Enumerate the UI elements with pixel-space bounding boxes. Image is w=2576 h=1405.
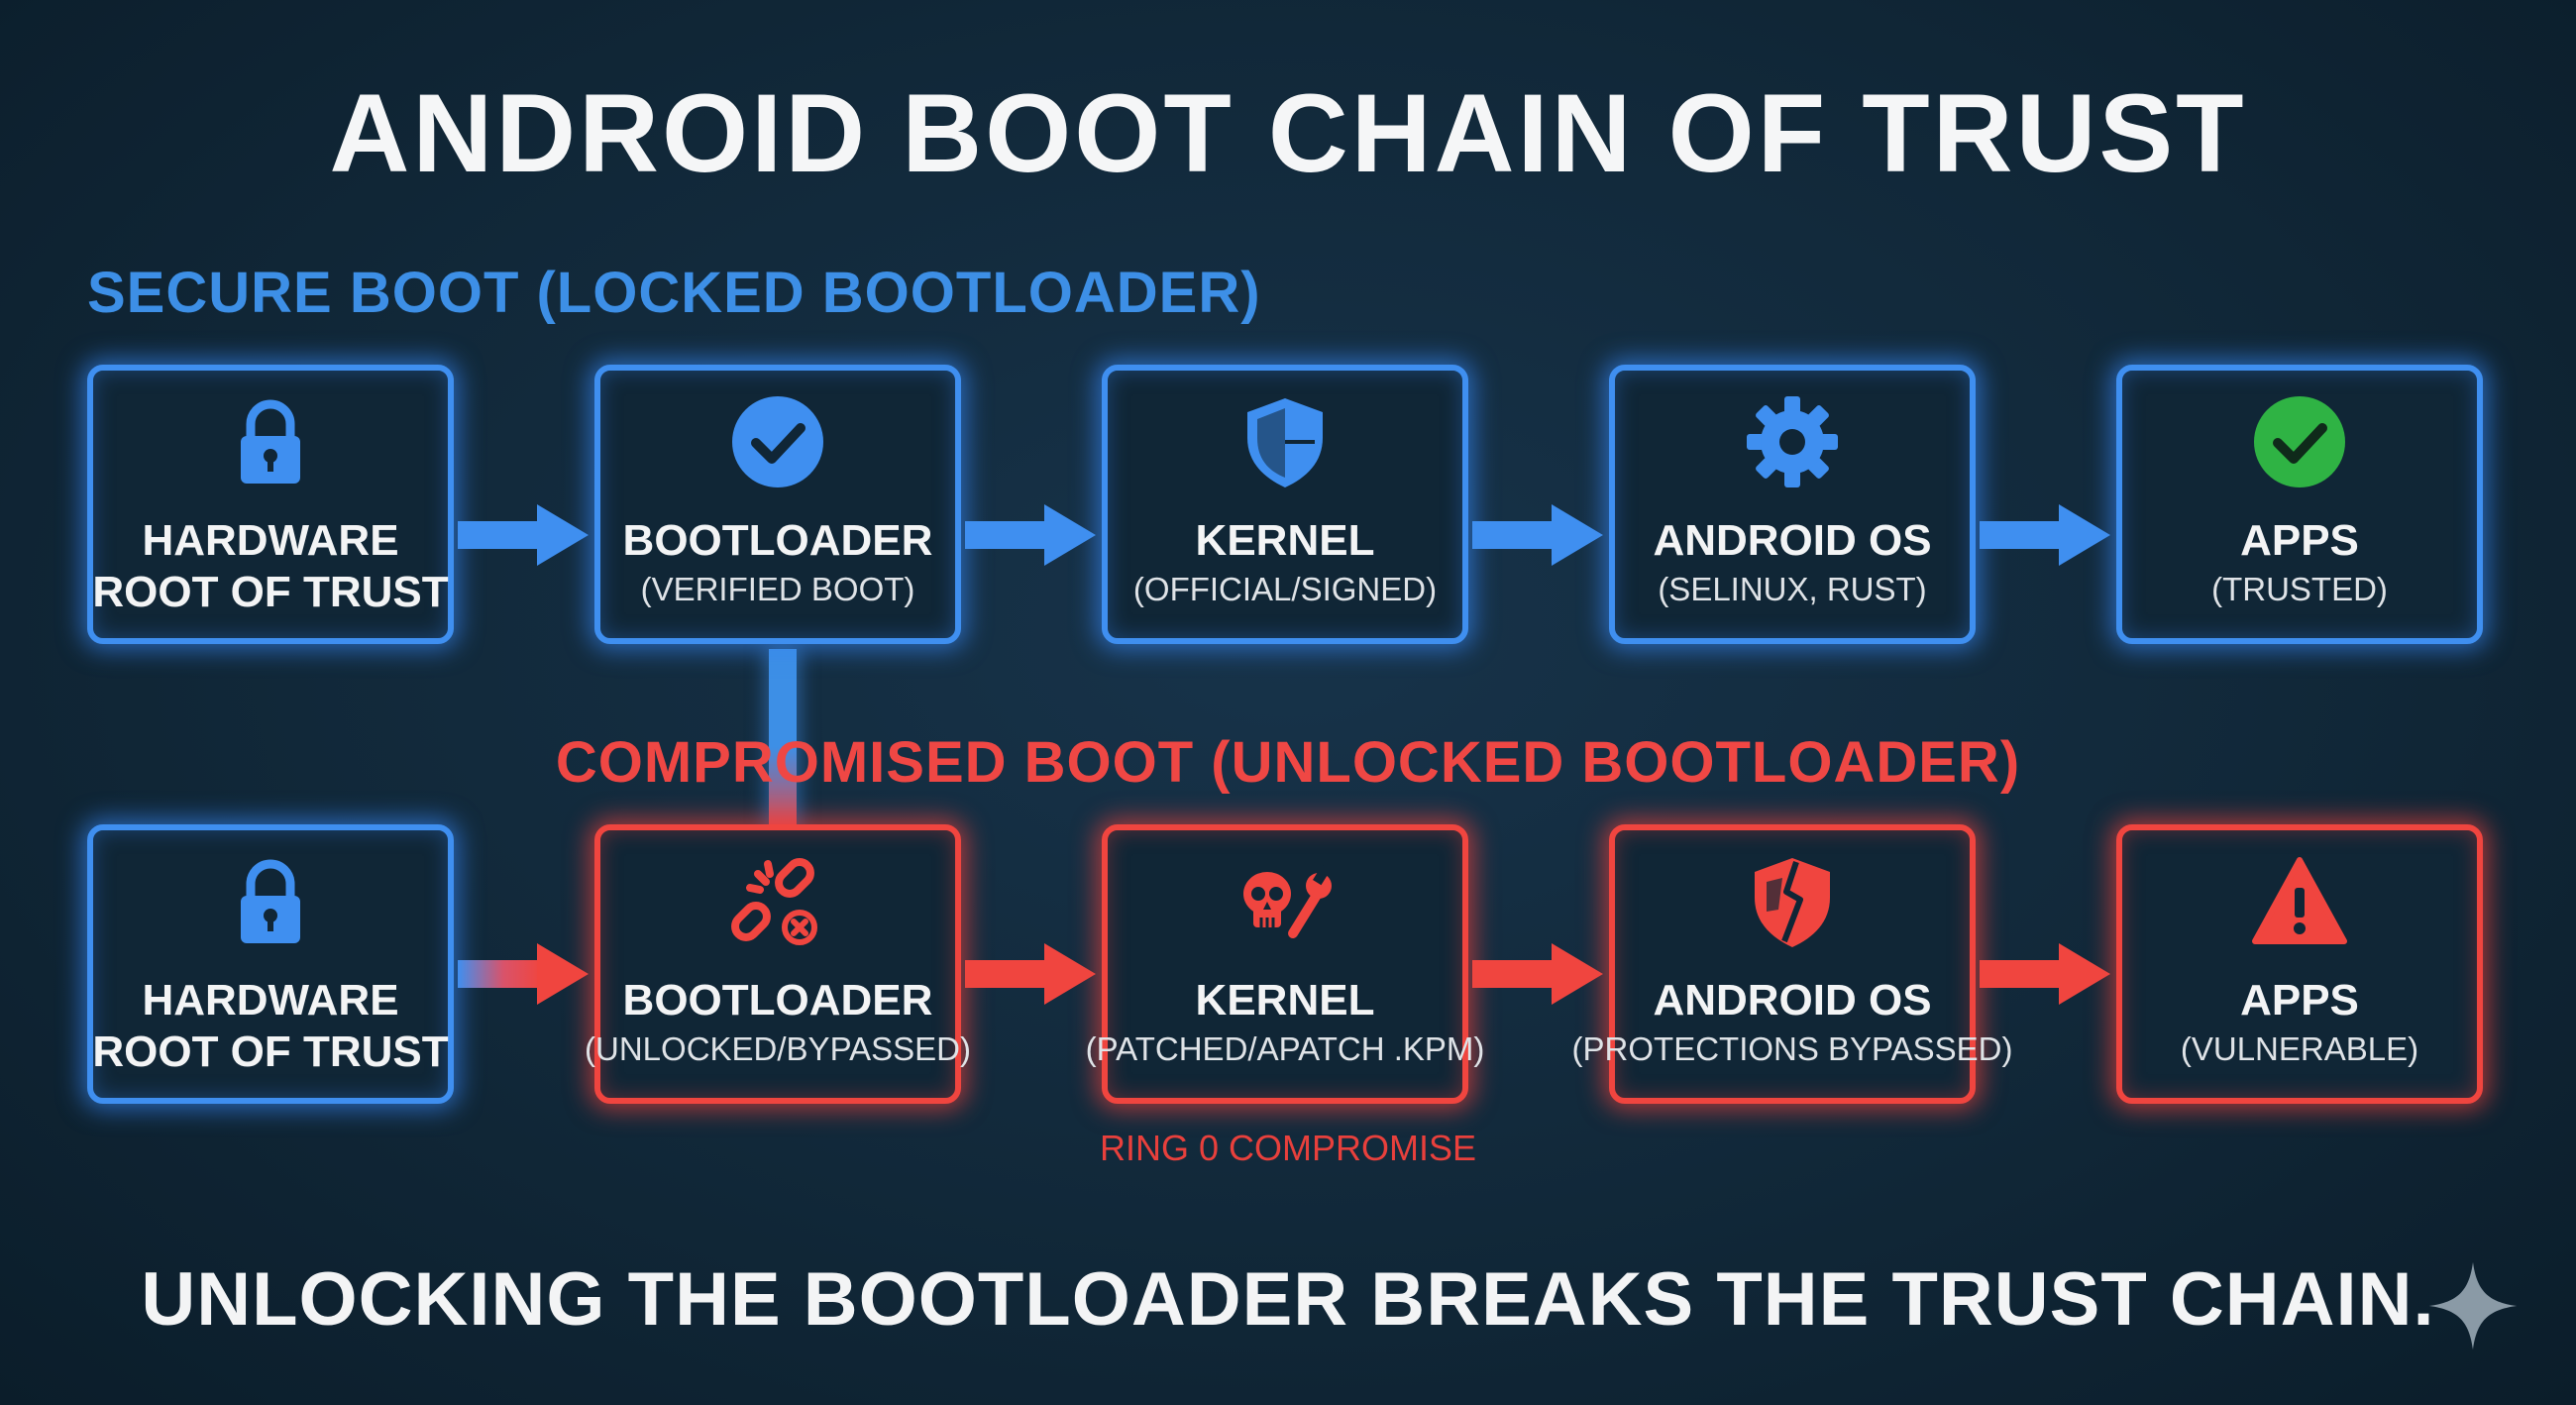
step-subtitle: (UNLOCKED/BYPASSED) (585, 1030, 971, 1067)
step-subtitle: (TRUSTED) (2211, 571, 2388, 607)
compromised-step-hardware: HARDWARE ROOT OF TRUST (87, 824, 454, 1104)
shield-icon (1247, 398, 1323, 487)
lock-icon (241, 399, 300, 484)
secure-step-kernel: KERNEL (OFFICIAL/SIGNED) (1102, 365, 1468, 644)
step-title: APPS (2240, 976, 2359, 1025)
step-title: BOOTLOADER (622, 976, 933, 1025)
step-subtitle: (VULNERABLE) (2180, 1030, 2419, 1067)
footer-caption: UNLOCKING THE BOOTLOADER BREAKS THE TRUS… (141, 1257, 2435, 1342)
broken-shield-icon (1755, 858, 1830, 947)
ring0-label: RING 0 COMPROMISE (1099, 1128, 1477, 1168)
compromised-boot-label: COMPROMISED BOOT (UNLOCKED BOOTLOADER) (555, 730, 2021, 795)
step-subtitle: (PROTECTIONS BYPASSED) (1571, 1030, 2013, 1067)
secure-step-hardware: HARDWARE ROOT OF TRUST (87, 365, 454, 644)
compromised-step-apps: APPS (VULNERABLE) (2116, 824, 2483, 1104)
step-title: KERNEL (1195, 976, 1375, 1025)
green-check-icon (2254, 396, 2345, 487)
arrow-right-icon (1472, 943, 1603, 1005)
skull-wrench-icon (1243, 864, 1332, 938)
step-title-line2: ROOT OF TRUST (92, 568, 449, 616)
secure-step-apps: APPS (TRUSTED) (2116, 365, 2483, 644)
arrow-right-icon (458, 943, 589, 1005)
compromised-step-kernel: KERNEL (PATCHED/APATCH .KPM) (1086, 824, 1484, 1104)
step-title: BOOTLOADER (622, 516, 933, 565)
compromised-step-android-os: ANDROID OS (PROTECTIONS BYPASSED) (1572, 824, 2012, 1104)
row-connector (769, 649, 797, 827)
warning-icon (2252, 857, 2347, 944)
secure-step-bootloader: BOOTLOADER (VERIFIED BOOT) (594, 365, 961, 644)
broken-chain-icon (731, 858, 817, 945)
step-subtitle: (VERIFIED BOOT) (640, 571, 915, 607)
step-subtitle: (PATCHED/APATCH .KPM) (1085, 1030, 1485, 1067)
step-title: HARDWARE (142, 516, 399, 565)
step-title: KERNEL (1195, 516, 1375, 565)
secure-step-android-os: ANDROID OS (SELINUX, RUST) (1609, 365, 1976, 644)
step-title: APPS (2240, 516, 2359, 565)
step-subtitle: (OFFICIAL/SIGNED) (1132, 571, 1438, 607)
arrow-right-icon (965, 943, 1096, 1005)
step-title-line2: ROOT OF TRUST (92, 1027, 449, 1076)
check-circle-icon (732, 396, 823, 487)
arrow-right-icon (1980, 504, 2110, 566)
arrow-right-icon (1472, 504, 1603, 566)
arrow-right-icon (965, 504, 1096, 566)
step-title: ANDROID OS (1653, 516, 1932, 565)
lock-icon (241, 859, 300, 943)
gear-icon (1747, 396, 1838, 487)
step-subtitle: (SELINUX, RUST) (1658, 571, 1927, 607)
secure-boot-label: SECURE BOOT (LOCKED BOOTLOADER) (87, 261, 1261, 325)
compromised-step-bootloader: BOOTLOADER (UNLOCKED/BYPASSED) (585, 824, 971, 1104)
sparkle-icon (2428, 1261, 2518, 1351)
arrow-right-icon (458, 504, 589, 566)
step-title: ANDROID OS (1653, 976, 1932, 1025)
arrow-right-icon (1980, 943, 2110, 1005)
diagram-title: ANDROID BOOT CHAIN OF TRUST (329, 71, 2247, 195)
step-title: HARDWARE (142, 976, 399, 1025)
